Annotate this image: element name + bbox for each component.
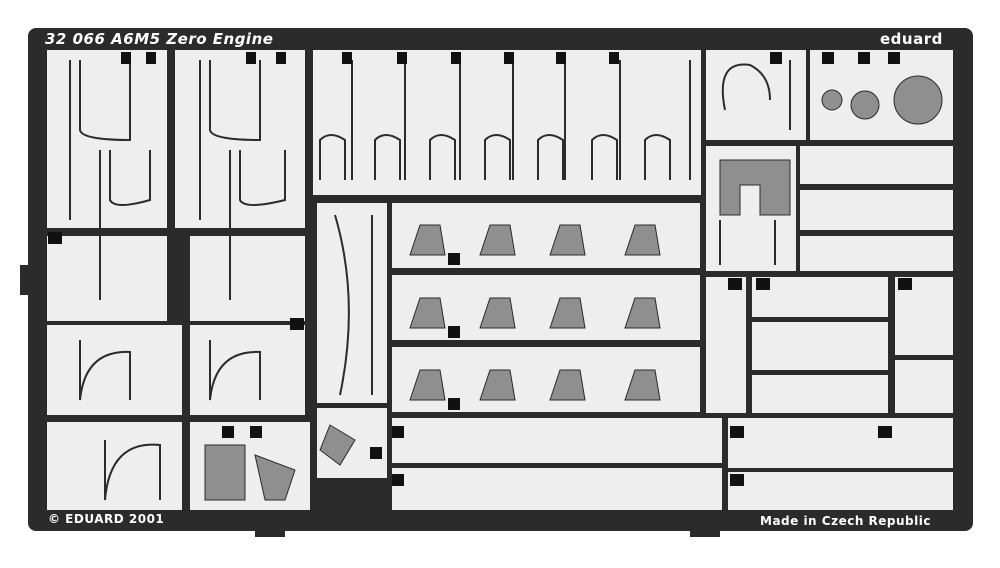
fret-windows <box>47 50 953 510</box>
part-shapes <box>204 75 943 501</box>
fret-tab-bottom-right <box>690 527 720 537</box>
fret-tab-left <box>20 265 30 295</box>
fret-tab-bottom-left <box>255 527 285 537</box>
part-lines <box>69 60 791 501</box>
fret-part-number: 32 066 <box>45 30 106 48</box>
fret-title: 32 066 A6M5 Zero Engine <box>45 30 273 48</box>
part-number-tags <box>48 52 912 486</box>
origin-text: Made in Czech Republic <box>760 514 931 528</box>
brand-logo: eduard <box>880 30 943 48</box>
copyright-text: © EDUARD 2001 <box>48 512 165 526</box>
fret-model-name: A6M5 Zero Engine <box>111 30 274 48</box>
